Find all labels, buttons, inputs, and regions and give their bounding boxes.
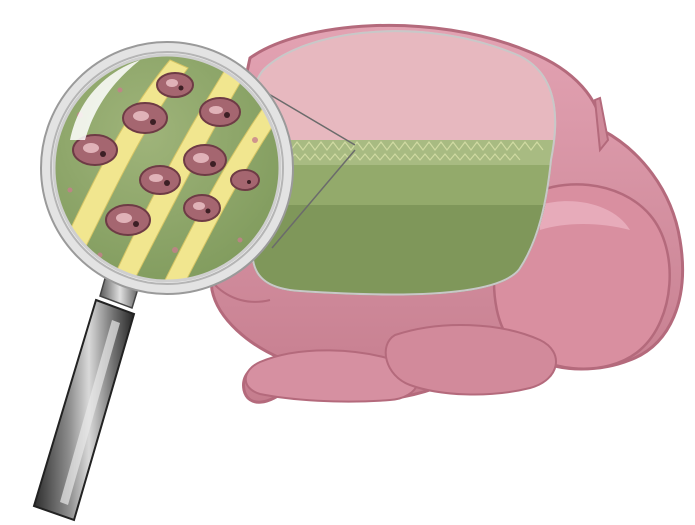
microbe	[231, 170, 259, 190]
magnifier-handle	[34, 268, 140, 520]
magnifier-lens	[41, 42, 293, 296]
body-lower-lobe-right	[386, 325, 556, 395]
microbe	[184, 195, 220, 221]
microbe	[157, 73, 193, 97]
microbe	[200, 98, 240, 126]
handle-grip	[34, 300, 134, 520]
microbe	[106, 205, 150, 235]
microbe	[184, 145, 226, 175]
microbe	[140, 166, 180, 194]
microbe	[123, 103, 167, 133]
